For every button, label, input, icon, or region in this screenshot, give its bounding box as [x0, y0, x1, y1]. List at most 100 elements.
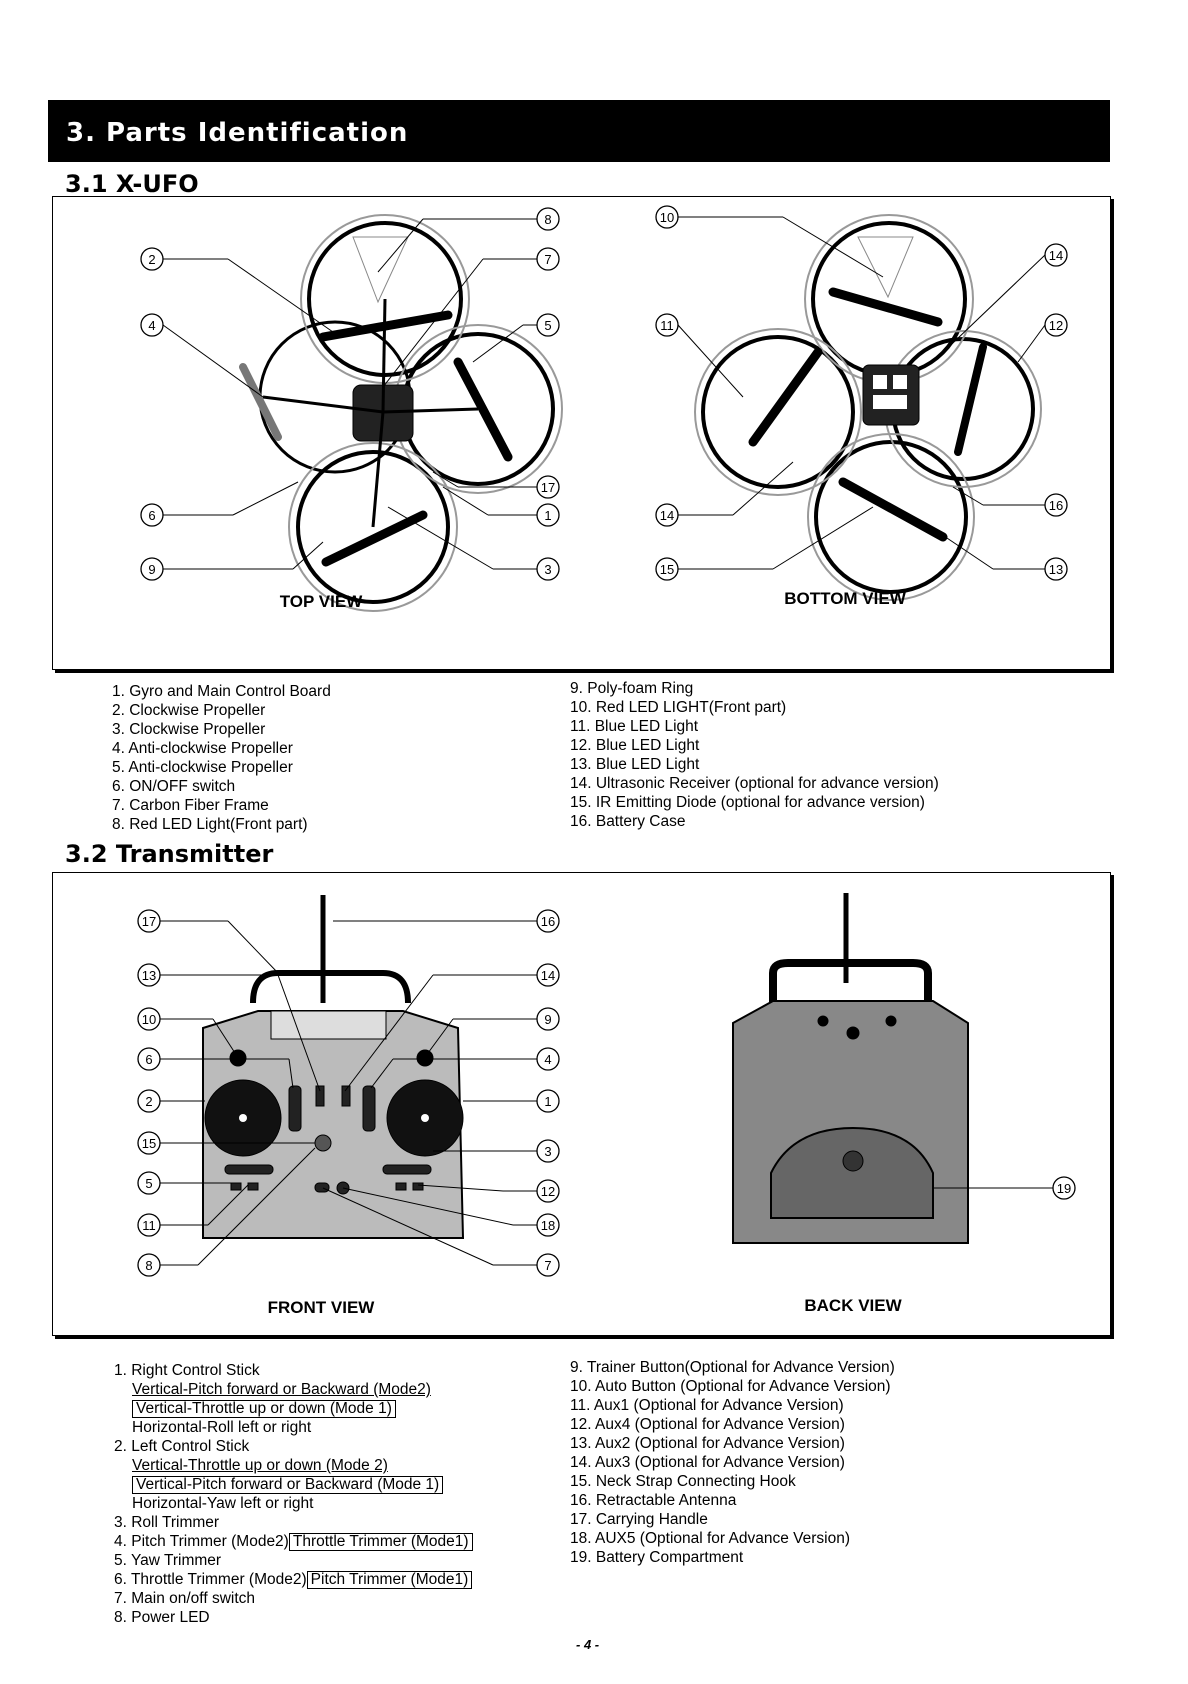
- callout-14: 14: [541, 968, 555, 983]
- callout-17: 17: [541, 480, 555, 495]
- section-title-xufo: 3.1 X-UFO: [65, 170, 199, 198]
- callout-12: 12: [541, 1184, 555, 1199]
- list-item: 4. Pitch Trimmer (Mode2)Throttle Trimmer…: [114, 1532, 473, 1551]
- list-item: 18. AUX5 (Optional for Advance Version): [570, 1530, 851, 1547]
- callout-15: 15: [660, 562, 674, 577]
- callout-2: 2: [148, 252, 155, 267]
- transmitter-back: [732, 893, 969, 1244]
- callout-7: 7: [544, 1258, 551, 1273]
- list-item: 11. Blue LED Light: [570, 718, 699, 735]
- list-item: 12. Blue LED Light: [570, 737, 700, 754]
- list-item: 16. Battery Case: [570, 813, 686, 830]
- callout-16: 16: [1049, 498, 1063, 513]
- list-item-boxed: Throttle Trimmer (Mode1): [288, 1533, 473, 1551]
- callout-2: 2: [145, 1094, 152, 1109]
- list-item: 5. Anti-clockwise Propeller: [112, 759, 293, 776]
- list-subitem-boxed: Vertical-Throttle up or down (Mode 1): [132, 1400, 396, 1418]
- callout-6: 6: [148, 508, 155, 523]
- callout-3: 3: [544, 562, 551, 577]
- list-item: 4. Anti-clockwise Propeller: [112, 740, 293, 757]
- callout-1: 1: [544, 508, 551, 523]
- callout-11: 11: [660, 318, 674, 333]
- list-item: 11. Aux1 (Optional for Advance Version): [570, 1397, 844, 1414]
- list-item: 3. Clockwise Propeller: [112, 721, 266, 738]
- callout-12: 12: [1049, 318, 1063, 333]
- page-title: 3. Parts Identification: [66, 118, 409, 148]
- list-item: 15. Neck Strap Connecting Hook: [570, 1473, 796, 1490]
- front-view-callouts: [160, 920, 537, 1266]
- callout-14: 14: [1049, 248, 1063, 263]
- list-item: 2. Left Control Stick: [114, 1438, 250, 1455]
- list-item: 10. Auto Button (Optional for Advance Ve…: [570, 1378, 891, 1395]
- callout-5: 5: [544, 318, 551, 333]
- callout-14b: 14: [660, 508, 674, 523]
- callout-18: 18: [541, 1218, 555, 1233]
- bottom-view-callouts: [677, 216, 1046, 570]
- list-item: 1. Right Control Stick: [114, 1362, 260, 1379]
- list-item: 15. IR Emitting Diode (optional for adva…: [570, 794, 925, 811]
- bottom-view-callout-badges: [655, 205, 1068, 581]
- list-item: 14. Aux3 (Optional for Advance Version): [570, 1454, 845, 1471]
- list-item: 8. Power LED: [114, 1609, 210, 1626]
- list-item-boxed: Pitch Trimmer (Mode1): [306, 1571, 473, 1589]
- callout-13: 13: [142, 968, 156, 983]
- callout-4: 4: [544, 1052, 551, 1067]
- callout-4: 4: [148, 318, 155, 333]
- callout-6: 6: [145, 1052, 152, 1067]
- xufo-diagram: 8 2 7 4 5 17 6 1 9 3 10: [140, 205, 1068, 612]
- xufo-parts-list-right: 9. Poly-foam Ring 10. Red LED LIGHT(Fron…: [570, 679, 939, 831]
- front-view-label: FRONT VIEW: [268, 1298, 376, 1317]
- transmitter-parts-list-right: 9. Trainer Button(Optional for Advance V…: [570, 1358, 895, 1567]
- callout-9: 9: [148, 562, 155, 577]
- drone-bottom-view: [694, 214, 1042, 601]
- list-item: 19. Battery Compartment: [570, 1549, 744, 1566]
- callout-10: 10: [660, 210, 674, 225]
- list-item-text: 4. Pitch Trimmer (Mode2): [114, 1533, 289, 1550]
- callout-5: 5: [145, 1176, 152, 1191]
- transmitter-parts-list-left: 1. Right Control Stick Vertical-Pitch fo…: [114, 1361, 473, 1627]
- top-view-callout-numbers: 8 2 7 4 5 17 6 1 9 3: [148, 212, 555, 577]
- callout-8: 8: [544, 212, 551, 227]
- xufo-parts-list-left: 1. Gyro and Main Control Board 2. Clockw…: [112, 682, 331, 834]
- list-item: 9. Trainer Button(Optional for Advance V…: [570, 1359, 895, 1376]
- list-item: 12. Aux4 (Optional for Advance Version): [570, 1416, 845, 1433]
- list-item: 7. Carbon Fiber Frame: [112, 797, 269, 814]
- list-item: 16. Retractable Antenna: [570, 1492, 737, 1509]
- list-item: 13. Blue LED Light: [570, 756, 700, 773]
- top-view-callout-badges: [140, 207, 560, 581]
- callout-19: 19: [1057, 1181, 1071, 1196]
- section-title-transmitter: 3.2 Transmitter: [65, 840, 274, 868]
- back-view-label: BACK VIEW: [804, 1296, 902, 1315]
- callout-13: 13: [1049, 562, 1063, 577]
- front-view-callout-numbers: 17 16 13 14 10 9 6 4 2 1 15 3 5 12 11 18…: [142, 914, 555, 1273]
- list-item: 3. Roll Trimmer: [114, 1514, 220, 1531]
- callout-7: 7: [544, 252, 551, 267]
- list-item: 8. Red LED Light(Front part): [112, 816, 308, 833]
- callout-11: 11: [142, 1218, 156, 1233]
- drone-top-view: [239, 214, 563, 612]
- list-subitem: Vertical-Pitch forward or Backward (Mode…: [132, 1381, 431, 1398]
- list-item: 13. Aux2 (Optional for Advance Version): [570, 1435, 845, 1452]
- callout-17: 17: [142, 914, 156, 929]
- list-item: 10. Red LED LIGHT(Front part): [570, 699, 787, 716]
- callout-16: 16: [541, 914, 555, 929]
- page-number: - 4 -: [576, 1637, 600, 1652]
- bottom-view-callout-numbers: 10 14 11 12 14 16 15 13: [660, 210, 1063, 577]
- callout-3: 3: [544, 1144, 551, 1159]
- list-subitem: Horizontal-Yaw left or right: [132, 1495, 314, 1512]
- callout-9: 9: [544, 1012, 551, 1027]
- list-subitem: Horizontal-Roll left or right: [132, 1419, 312, 1436]
- list-item: 2. Clockwise Propeller: [112, 702, 266, 719]
- callout-1: 1: [544, 1094, 551, 1109]
- callout-8: 8: [145, 1258, 152, 1273]
- list-item: 14. Ultrasonic Receiver (optional for ad…: [570, 775, 939, 792]
- list-subitem-boxed: Vertical-Pitch forward or Backward (Mode…: [132, 1476, 444, 1494]
- list-subitem: Vertical-Throttle up or down (Mode 2): [132, 1457, 388, 1474]
- front-view-callout-badges: [137, 909, 560, 1277]
- top-view-label: TOP VIEW: [280, 592, 363, 611]
- list-item: 17. Carrying Handle: [570, 1511, 708, 1528]
- callout-10: 10: [142, 1012, 156, 1027]
- transmitter-front: [202, 895, 465, 1239]
- list-item: 1. Gyro and Main Control Board: [112, 683, 331, 700]
- callout-15: 15: [142, 1136, 156, 1151]
